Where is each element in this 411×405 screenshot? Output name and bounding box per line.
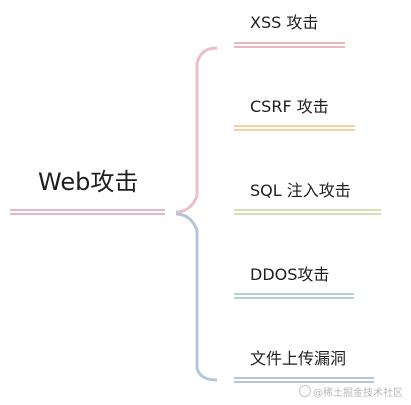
- root-node-label: Web攻击: [38, 168, 139, 196]
- watermark: @稀土掘金技术社区: [299, 384, 403, 399]
- branch-label-file-upload: 文件上传漏洞: [250, 349, 347, 368]
- branch-connector-lower: [175, 212, 218, 382]
- watermark-text: @稀土掘金技术社区: [313, 388, 403, 399]
- branch-label-ddos: DDOS攻击: [250, 265, 330, 284]
- watermark-logo-icon: [299, 385, 311, 397]
- branch-connector-upper: [175, 46, 218, 214]
- branch-label-csrf: CSRF 攻击: [250, 97, 329, 116]
- branch-label-xss: XSS 攻击: [250, 13, 319, 32]
- branch-label-sql: SQL 注入攻击: [250, 181, 351, 200]
